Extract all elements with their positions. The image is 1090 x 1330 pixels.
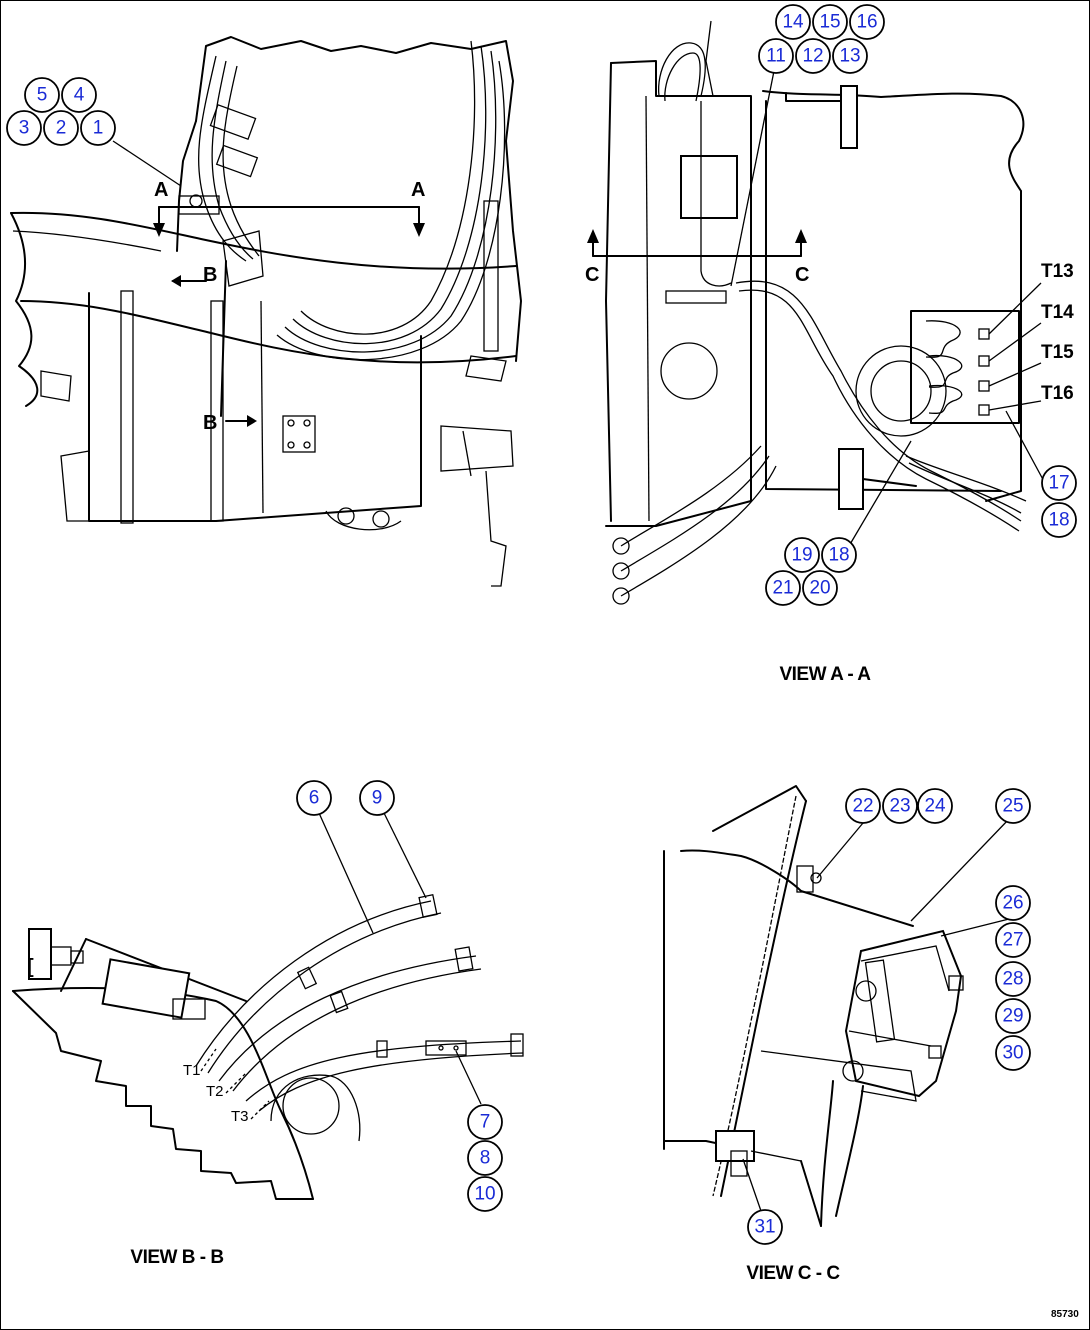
callout-bubble: 15 <box>812 4 848 40</box>
callout-bubble: 6 <box>296 780 332 816</box>
callout-number: 10 <box>474 1184 495 1205</box>
callout-bubble: 25 <box>995 788 1031 824</box>
callout-number: 5 <box>37 85 48 106</box>
view-title-aa: VIEW A - A <box>779 664 871 685</box>
callout-bubble: 10 <box>467 1176 503 1212</box>
callout-bubble: 13 <box>832 38 868 74</box>
callout-bubble: 17 <box>1041 465 1077 501</box>
callout-bubble: 29 <box>995 998 1031 1034</box>
callout-number: 13 <box>839 46 860 67</box>
callout-bubble: 9 <box>359 780 395 816</box>
callout-number: 8 <box>480 1148 491 1169</box>
callout-number: 22 <box>852 796 873 817</box>
callout-number: 1 <box>93 118 104 139</box>
callout-bubble: 21 <box>765 570 801 606</box>
callout-bubble: 27 <box>995 922 1031 958</box>
callout-bubble: 11 <box>758 38 794 74</box>
text-labels: A A B B C C T13 T14 T15 T16 T1 T2 T3 [ V… <box>27 179 1079 1320</box>
callout-number: 14 <box>782 12 804 33</box>
callout-bubble: 2 <box>43 110 79 146</box>
callout-number: 2 <box>56 118 67 139</box>
callout-number: 18 <box>828 545 849 566</box>
callout-number: 26 <box>1002 893 1023 914</box>
callout-bubble: 20 <box>802 570 838 606</box>
terminal-label-t16: T16 <box>1041 383 1074 404</box>
terminal-label-t15: T15 <box>1041 342 1074 363</box>
callout-bubble: 1 <box>80 110 116 146</box>
callout-number: 23 <box>889 796 910 817</box>
view-aa <box>587 20 1054 605</box>
callout-bubble: 7 <box>467 1104 503 1140</box>
callout-bubble: 24 <box>917 788 953 824</box>
callout-number: 31 <box>754 1217 775 1238</box>
callout-number: 16 <box>856 12 877 33</box>
callout-bubbles: 1 2 3 4 5 6 7 8 9 10 11 12 13 14 15 16 1… <box>6 4 1077 1245</box>
section-mark-b-bottom: B <box>203 412 217 434</box>
section-mark-a-right: A <box>411 179 425 201</box>
view-bb <box>12 812 524 1200</box>
clip-mark: [ <box>27 956 34 978</box>
terminal-label-t2: T2 <box>206 1083 224 1100</box>
callout-bubble: 4 <box>61 77 97 113</box>
terminal-label-t14: T14 <box>1041 302 1074 323</box>
callout-bubble: 5 <box>24 77 60 113</box>
callout-number: 11 <box>766 46 786 67</box>
callout-number: 29 <box>1002 1006 1023 1027</box>
callout-number: 24 <box>924 796 946 817</box>
callout-number: 15 <box>819 12 840 33</box>
callout-bubble: 28 <box>995 961 1031 997</box>
callout-bubble: 8 <box>467 1140 503 1176</box>
section-mark-c-right: C <box>795 264 809 286</box>
callout-number: 21 <box>772 578 793 599</box>
callout-number: 7 <box>480 1112 491 1133</box>
callout-number: 18 <box>1048 510 1069 531</box>
callout-bubble: 16 <box>849 4 885 40</box>
callout-bubble: 23 <box>882 788 918 824</box>
callout-number: 17 <box>1048 473 1069 494</box>
callout-bubble: 26 <box>995 885 1031 921</box>
terminal-label-t13: T13 <box>1041 261 1074 282</box>
callout-bubble: 14 <box>775 4 811 40</box>
main-view <box>10 36 522 587</box>
callout-number: 9 <box>372 788 383 809</box>
callout-bubble: 12 <box>795 38 831 74</box>
section-mark-a-left: A <box>154 179 168 201</box>
callout-bubble: 18 <box>821 537 857 573</box>
callout-bubble: 30 <box>995 1035 1031 1071</box>
callout-number: 4 <box>74 85 85 106</box>
callout-number: 3 <box>19 118 30 139</box>
callout-number: 19 <box>791 545 812 566</box>
view-title-bb: VIEW B - B <box>130 1247 223 1268</box>
callout-bubble: 19 <box>784 537 820 573</box>
callout-number: 20 <box>809 578 830 599</box>
view-title-cc: VIEW C - C <box>746 1263 840 1284</box>
callout-number: 25 <box>1002 796 1023 817</box>
callout-number: 6 <box>309 788 320 809</box>
section-mark-c-left: C <box>585 264 599 286</box>
section-mark-b-top: B <box>203 264 217 286</box>
callout-bubble: 18 <box>1041 502 1077 538</box>
callout-bubble: 3 <box>6 110 42 146</box>
callout-bubble: 31 <box>747 1209 783 1245</box>
callout-number: 30 <box>1002 1043 1023 1064</box>
terminal-label-t1: T1 <box>183 1062 201 1079</box>
callout-number: 27 <box>1002 930 1023 951</box>
callout-number: 12 <box>802 46 823 67</box>
callout-bubble: 22 <box>845 788 881 824</box>
terminal-label-t3: T3 <box>231 1108 249 1125</box>
view-cc <box>663 785 1010 1227</box>
callout-number: 28 <box>1002 969 1023 990</box>
drawing-code: 85730 <box>1051 1309 1079 1320</box>
